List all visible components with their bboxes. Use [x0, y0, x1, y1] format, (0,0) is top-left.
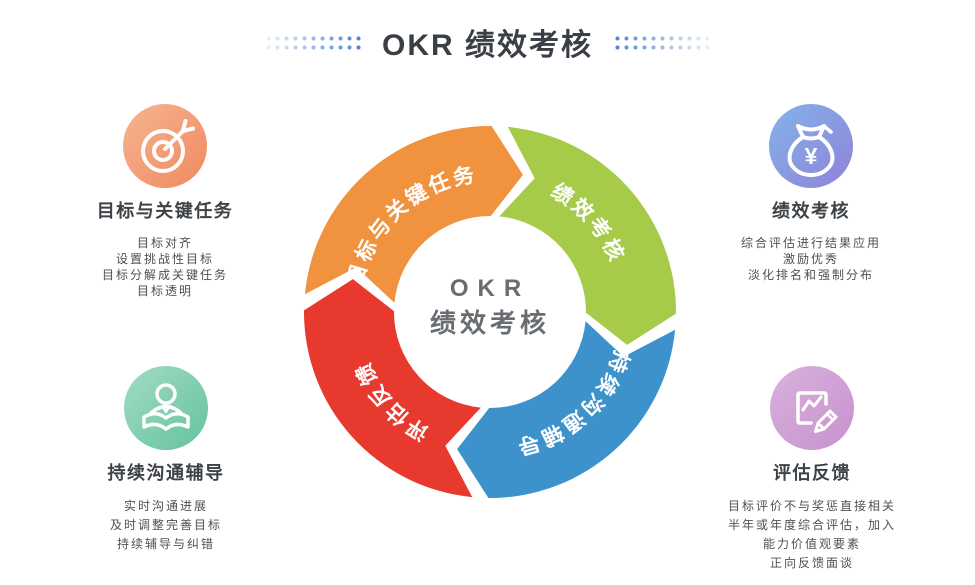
- money-bag-icon: ¥: [769, 104, 853, 188]
- page-title: OKR 绩效考核: [382, 29, 593, 62]
- panel-assessment: ¥ 绩效考核 综合评估进行结果应用 激励优秀 淡化排名和强制分布: [689, 104, 933, 283]
- report-pencil-icon: [770, 366, 854, 450]
- wheel-segment-3: [303, 279, 481, 498]
- svg-text:¥: ¥: [805, 143, 818, 169]
- wheel-center-subtitle: 绩效考核: [429, 308, 550, 338]
- panel-body: 目标评价不与奖惩直接相关 半年或年度综合评估，加入 能力价值观要素 正向反馈面谈: [690, 497, 934, 573]
- wheel-segment-0: [304, 125, 523, 303]
- panel-line: 实时沟通进展: [123, 499, 208, 513]
- panel-line: 淡化排名和强制分布: [747, 268, 874, 282]
- panel-line: 设置挑战性目标: [115, 252, 214, 266]
- panel-body: 实时沟通进展 及时调整完善目标 持续辅导与纠错: [44, 497, 288, 554]
- panel-line: 目标评价不与奖惩直接相关: [727, 499, 896, 513]
- panel-line: 持续辅导与纠错: [116, 537, 215, 551]
- panel-line: 能力价值观要素: [762, 537, 861, 551]
- panel-feedback: 评估反馈 目标评价不与奖惩直接相关 半年或年度综合评估，加入 能力价值观要素 正…: [690, 366, 934, 573]
- page-header: OKR 绩效考核: [0, 20, 975, 64]
- panel-heading: 评估反馈: [773, 463, 851, 483]
- panel-line: 正向反馈面谈: [769, 556, 854, 570]
- panel-line: 目标分解成关键任务: [101, 268, 228, 282]
- panel-coaching: 持续沟通辅导 实时沟通进展 及时调整完善目标 持续辅导与纠错: [44, 366, 288, 554]
- panel-line: 半年或年度综合评估，加入: [727, 518, 896, 532]
- wheel-center-label: OKR 绩效考核: [390, 272, 590, 340]
- panel-body: 综合评估进行结果应用 激励优秀 淡化排名和强制分布: [689, 235, 933, 283]
- title-dots-right-decoration: [613, 33, 711, 51]
- panel-body: 目标对齐 设置挑战性目标 目标分解成关键任务 目标透明: [43, 235, 287, 299]
- panel-line: 及时调整完善目标: [109, 518, 222, 532]
- panel-line: 目标透明: [136, 284, 193, 298]
- panel-heading: 绩效考核: [772, 201, 850, 221]
- panel-objectives: 目标与关键任务 目标对齐 设置挑战性目标 目标分解成关键任务 目标透明: [43, 104, 287, 299]
- target-icon: [123, 104, 207, 188]
- wheel-center-title: OKR: [449, 275, 531, 302]
- panel-heading: 目标与关键任务: [96, 201, 234, 221]
- panel-line: 激励优秀: [782, 252, 839, 266]
- mentor-book-icon: [124, 366, 208, 450]
- panel-heading: 持续沟通辅导: [107, 463, 225, 483]
- panel-line: 综合评估进行结果应用: [740, 236, 881, 250]
- wheel-segment-2: [457, 321, 676, 499]
- wheel-segment-1: [499, 126, 677, 345]
- panel-line: 目标对齐: [136, 236, 193, 250]
- title-dots-left-decoration: [264, 33, 362, 51]
